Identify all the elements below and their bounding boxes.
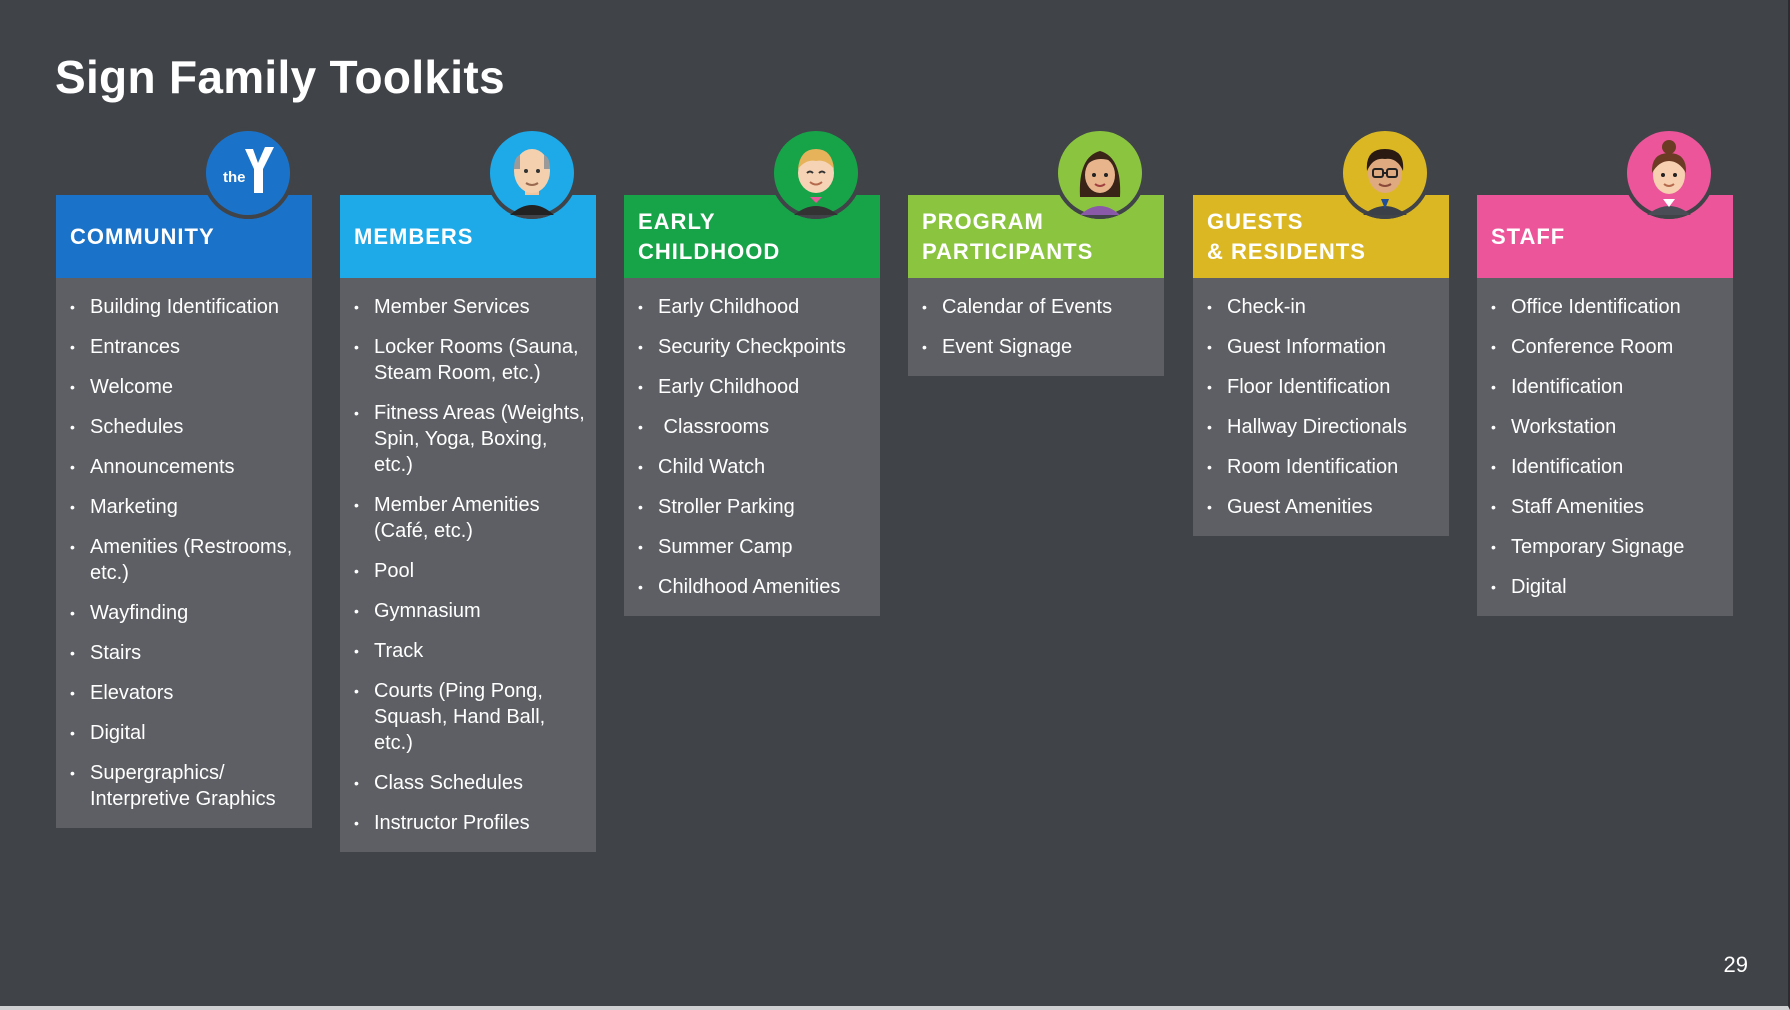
list-item: Check-in bbox=[1207, 294, 1441, 320]
staff-woman-avatar-icon bbox=[1623, 127, 1715, 219]
list-item: Hallway Directionals bbox=[1207, 414, 1441, 440]
slide-title: Sign Family Toolkits bbox=[55, 51, 505, 103]
list-item: Guest Amenities bbox=[1207, 494, 1441, 520]
svg-text:the: the bbox=[223, 169, 246, 186]
list-item: Floor Identification bbox=[1207, 374, 1441, 400]
header-label: GUESTS & RESIDENTS bbox=[1207, 208, 1366, 264]
list-item: Workstation bbox=[1491, 414, 1725, 440]
list-item: Conference Room bbox=[1491, 334, 1725, 360]
header-label: PROGRAM PARTICIPANTS bbox=[922, 208, 1094, 264]
list-item: Identification bbox=[1491, 374, 1725, 400]
list-item: Guest Information bbox=[1207, 334, 1441, 360]
list-item: Stroller Parking bbox=[638, 494, 872, 520]
list-item: Amenities (Restrooms, etc.) bbox=[70, 534, 304, 586]
list-item: Locker Rooms (Sauna, Steam Room, etc.) bbox=[354, 334, 588, 386]
list-community: Building Identification Entrances Welcom… bbox=[56, 278, 312, 828]
list-item: Identification bbox=[1491, 454, 1725, 480]
list-program-participants: Calendar of Events Event Signage bbox=[908, 278, 1164, 376]
list-item: Security Checkpoints bbox=[638, 334, 872, 360]
header-label: MEMBERS bbox=[354, 223, 474, 249]
woman-avatar-icon bbox=[1054, 127, 1146, 219]
header-label: COMMUNITY bbox=[70, 223, 215, 249]
list-item: Room Identification bbox=[1207, 454, 1441, 480]
list-item: Supergraphics/ Interpretive Graphics bbox=[70, 760, 304, 812]
list-item: Class Schedules bbox=[354, 770, 588, 796]
list-members: Member Services Locker Rooms (Sauna, Ste… bbox=[340, 278, 596, 852]
list-item: Elevators bbox=[70, 680, 304, 706]
list-item: Announcements bbox=[70, 454, 304, 480]
list-item: Instructor Profiles bbox=[354, 810, 588, 836]
list-item: Temporary Signage bbox=[1491, 534, 1725, 560]
bald-man-avatar-icon bbox=[486, 127, 578, 219]
list-item: Gymnasium bbox=[354, 598, 588, 624]
list-item: Calendar of Events bbox=[922, 294, 1156, 320]
list-item: Early Childhood bbox=[638, 374, 872, 400]
list-item: Courts (Ping Pong, Squash, Hand Ball, et… bbox=[354, 678, 588, 756]
page-number: 29 bbox=[1723, 952, 1748, 977]
list-item: Member Amenities (Café, etc.) bbox=[354, 492, 588, 544]
list-item: Digital bbox=[1491, 574, 1725, 600]
list-item: Digital bbox=[70, 720, 304, 746]
list-item: Fitness Areas (Weights, Spin, Yoga, Boxi… bbox=[354, 400, 588, 478]
list-item: Early Childhood bbox=[638, 294, 872, 320]
list-item: Track bbox=[354, 638, 588, 664]
header-label: EARLY CHILDHOOD bbox=[638, 208, 781, 264]
list-item: Entrances bbox=[70, 334, 304, 360]
list-guests-residents: Check-in Guest Information Floor Identif… bbox=[1193, 278, 1449, 536]
man-with-glasses-avatar-icon bbox=[1339, 127, 1431, 219]
list-item: Stairs bbox=[70, 640, 304, 666]
list-item: Wayfinding bbox=[70, 600, 304, 626]
list-item: Summer Camp bbox=[638, 534, 872, 560]
ymca-logo-icon: the bbox=[202, 127, 294, 219]
header-guests-residents: GUESTS & RESIDENTS bbox=[1193, 195, 1449, 278]
list-item: Building Identification bbox=[70, 294, 304, 320]
list-item: Classrooms bbox=[638, 414, 872, 440]
list-item: Event Signage bbox=[922, 334, 1156, 360]
list-item: Child Watch bbox=[638, 454, 872, 480]
list-item: Childhood Amenities bbox=[638, 574, 872, 600]
list-item: Marketing bbox=[70, 494, 304, 520]
list-item: Office Identification bbox=[1491, 294, 1725, 320]
list-item: Pool bbox=[354, 558, 588, 584]
list-item: Schedules bbox=[70, 414, 304, 440]
list-early-childhood: Early Childhood Security Checkpoints Ear… bbox=[624, 278, 880, 616]
child-avatar-icon bbox=[770, 127, 862, 219]
list-item: Member Services bbox=[354, 294, 588, 320]
header-label: STAFF bbox=[1491, 223, 1566, 249]
list-item: Welcome bbox=[70, 374, 304, 400]
list-staff: Office Identification Conference Room Id… bbox=[1477, 278, 1733, 616]
list-item: Staff Amenities bbox=[1491, 494, 1725, 520]
